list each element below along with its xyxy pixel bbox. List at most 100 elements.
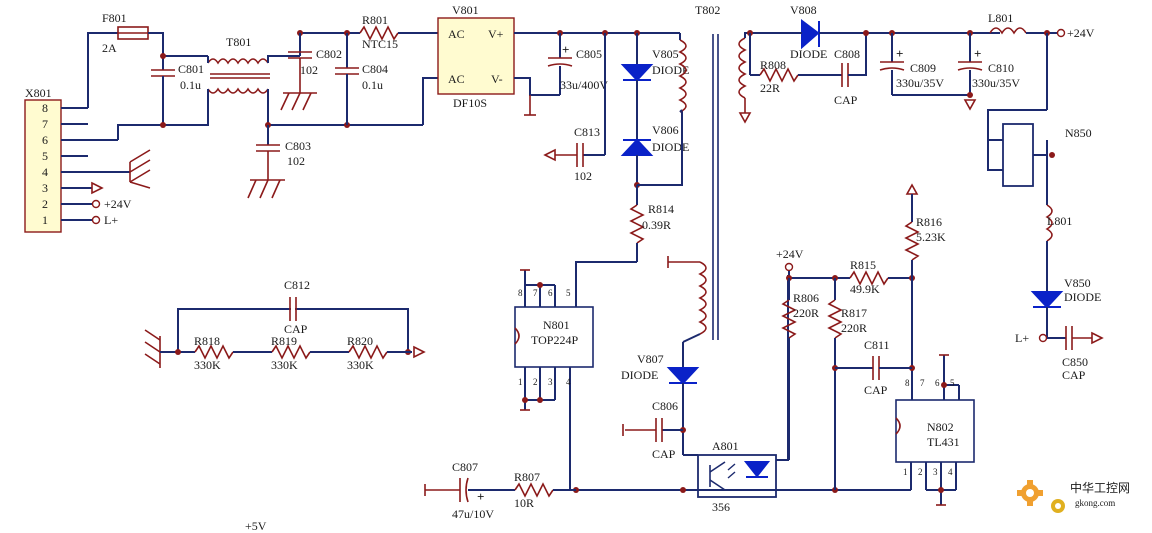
- feedback-primary: V807 DIODE C806 CAP A801 356: [570, 275, 911, 514]
- c850-value: CAP: [1062, 368, 1086, 382]
- secondary-circuit: V808 DIODE R808 22R C808 CAP + C809 330u…: [744, 3, 1095, 111]
- n802-pin1: 1: [903, 467, 908, 477]
- n801-pin3: 3: [548, 377, 553, 387]
- resistor-r807: [514, 482, 554, 498]
- r814-label: R814: [648, 202, 674, 216]
- n802-pin4: 4: [948, 467, 953, 477]
- v801-vplus: V+: [488, 27, 504, 41]
- n802-pin6: 6: [935, 378, 940, 388]
- c813-value: 102: [574, 169, 592, 183]
- r817-value: 220R: [841, 321, 867, 335]
- v806-label: V806: [652, 123, 679, 137]
- v806-value: DIODE: [652, 140, 689, 154]
- n801-pin1: 1: [518, 377, 523, 387]
- n802-pin5: 5: [950, 378, 955, 388]
- n801-label: N801: [543, 318, 570, 332]
- resistor-r814: [629, 204, 645, 244]
- x801-pin-7: 7: [42, 117, 48, 131]
- f801-value: 2A: [102, 41, 117, 55]
- resistor-r815: [849, 270, 889, 286]
- v805-label: V805: [652, 47, 679, 61]
- c811-label: C811: [864, 338, 890, 352]
- primary-circuit: + C805 33u/400V V805 DIODE V806 DIODE C8…: [543, 30, 689, 286]
- r817-label: R817: [841, 306, 867, 320]
- n801-value: TOP224P: [531, 333, 578, 347]
- c812-label: C812: [284, 278, 310, 292]
- x801-pin-2: 2: [42, 197, 48, 211]
- c804-value: 0.1u: [362, 78, 383, 92]
- svg-text:+: +: [974, 46, 981, 61]
- n801-pin7: 7: [533, 288, 538, 298]
- v807-label: V807: [637, 352, 664, 366]
- v805-value: DIODE: [652, 63, 689, 77]
- v808-label: V808: [790, 3, 817, 17]
- resistor-r817: [827, 299, 843, 339]
- c809-value: 330u/35V: [896, 76, 944, 90]
- n802-pin3: 3: [933, 467, 938, 477]
- n801-pin6: 6: [548, 288, 553, 298]
- t801-winding-top: [207, 58, 269, 65]
- v801-vminus: V-: [491, 72, 503, 86]
- n802-pin2: 2: [918, 467, 923, 477]
- x801-pin-8: 8: [42, 101, 48, 115]
- r815-label: R815: [850, 258, 876, 272]
- c806-label: C806: [652, 399, 678, 413]
- v801-ac1: AC: [448, 27, 465, 41]
- inductor-l801: [989, 27, 1027, 35]
- watermark-title: 中华工控网: [1070, 480, 1130, 495]
- resistor-r819: [271, 344, 311, 360]
- c804-label: C804: [362, 62, 388, 76]
- x801-pin-1: 1: [42, 213, 48, 227]
- t801-label: T801: [226, 35, 251, 49]
- n802-pin8: 8: [905, 378, 910, 388]
- r820-label: R820: [347, 334, 373, 348]
- lplus-out-label: L+: [1015, 331, 1029, 345]
- watermark: 中华工控网 gkong.com: [1017, 480, 1130, 513]
- c813-label: C813: [574, 125, 600, 139]
- r807-label: R807: [514, 470, 540, 484]
- transformer-t802: T802: [667, 3, 752, 343]
- svg-text:+: +: [896, 46, 903, 61]
- n802-value: TL431: [927, 435, 960, 449]
- c810-value: 330u/35V: [972, 76, 1020, 90]
- plus24v-out-label: +24V: [1067, 26, 1095, 40]
- c803-value: 102: [287, 154, 305, 168]
- r818-value: 330K: [194, 358, 221, 372]
- t802-label: T802: [695, 3, 720, 17]
- c803-label: C803: [285, 139, 311, 153]
- watermark-url: gkong.com: [1075, 498, 1115, 508]
- c805-label: C805: [576, 47, 602, 61]
- n802-pin7: 7: [920, 378, 925, 388]
- r806-label: R806: [793, 291, 819, 305]
- c805-value: 33u/400V: [560, 78, 608, 92]
- c811-value: CAP: [864, 383, 888, 397]
- l801-label: L801: [988, 11, 1013, 25]
- x801-pin-3: 3: [42, 181, 48, 195]
- c807-value: 47u/10V: [452, 507, 494, 521]
- c812-value: CAP: [284, 322, 308, 336]
- r816-label: R816: [916, 215, 942, 229]
- resistor-r818: [194, 344, 234, 360]
- r820-value: 330K: [347, 358, 374, 372]
- n801-pin8: 8: [518, 288, 523, 298]
- resistor-r806: [781, 299, 797, 339]
- resistor-r808: [759, 67, 799, 83]
- c802-value: 102: [300, 63, 318, 77]
- svg-text:+: +: [562, 42, 569, 57]
- r819-value: 330K: [271, 358, 298, 372]
- plus5v-label: +5V: [245, 519, 267, 533]
- c801-value: 0.1u: [180, 78, 201, 92]
- x801-pin1-label: L+: [104, 213, 118, 227]
- l801b-label: L801: [1047, 214, 1072, 228]
- t801-winding-bottom: [207, 87, 269, 94]
- connector-x801: X801 8 7 6 5 4 3 2 1 +24V L+: [24, 86, 151, 233]
- v807-value: DIODE: [621, 368, 658, 382]
- ic-n801: N801 TOP224P 8 7 6 5 1 2 3 4: [514, 269, 594, 490]
- divider-r818-r820: R818 330K R819 330K R820 330K C812 CAP: [144, 278, 426, 372]
- c801-label: C801: [178, 62, 204, 76]
- n801-pin2: 2: [533, 377, 538, 387]
- gear-icon: [1017, 480, 1065, 513]
- r819-label: R819: [271, 334, 297, 348]
- x801-pin-4: 4: [42, 165, 48, 179]
- v801-value: DF10S: [453, 96, 487, 110]
